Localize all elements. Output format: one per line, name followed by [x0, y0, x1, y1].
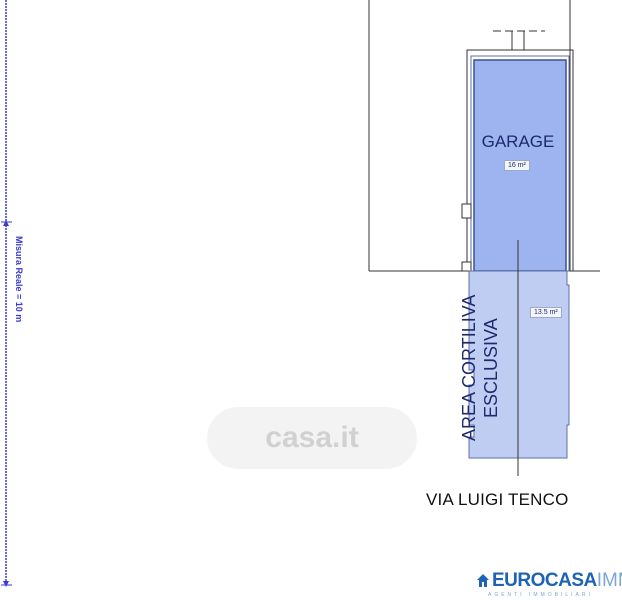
- scale-label: Misura Reale = 10 m: [14, 236, 24, 323]
- logo: EUROCASA IMM: [476, 570, 622, 592]
- watermark-text: casa.it: [265, 421, 359, 454]
- logo-tagline: AGENTI IMMOBILIARI: [488, 592, 593, 598]
- watermark: casa.it: [207, 407, 417, 469]
- scale-bar: [1, 0, 12, 587]
- logo-main-text: EUROCASA: [492, 570, 597, 591]
- logo-house-icon: [476, 573, 490, 589]
- street-name: VIA LUIGI TENCO: [426, 490, 569, 509]
- garage-area-badge: 16 m²: [504, 160, 530, 171]
- courtyard-area-badge: 13.5 m²: [530, 307, 562, 318]
- logo-suffix-text: IMM: [596, 570, 622, 591]
- garage-name: GARAGE: [481, 132, 555, 151]
